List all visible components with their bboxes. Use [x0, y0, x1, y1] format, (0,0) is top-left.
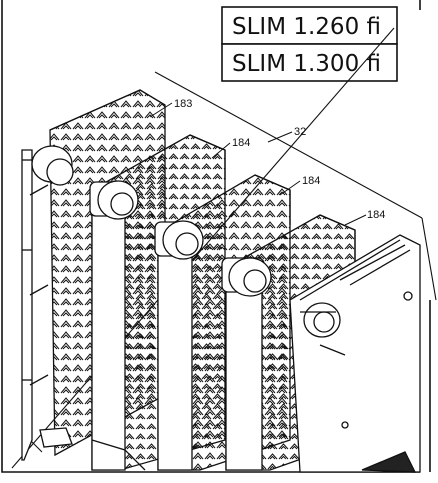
callout-184-b: 184 — [302, 175, 320, 187]
callout-183: 183 — [174, 98, 192, 110]
frame — [1, 0, 431, 473]
front-plate — [289, 234, 421, 473]
model-label-1: SLIM 1.260 fi — [232, 14, 381, 40]
callout-184-c: 184 — [367, 209, 385, 221]
model-label-box: SLIM 1.260 fi SLIM 1.300 fi — [221, 6, 398, 82]
callout-leaders — [149, 102, 367, 226]
callout-184-a: 184 — [232, 137, 250, 149]
callouts: 183 184 32 184 184 — [174, 98, 385, 221]
model-label-2: SLIM 1.300 fi — [232, 51, 381, 77]
callout-32: 32 — [294, 126, 306, 138]
